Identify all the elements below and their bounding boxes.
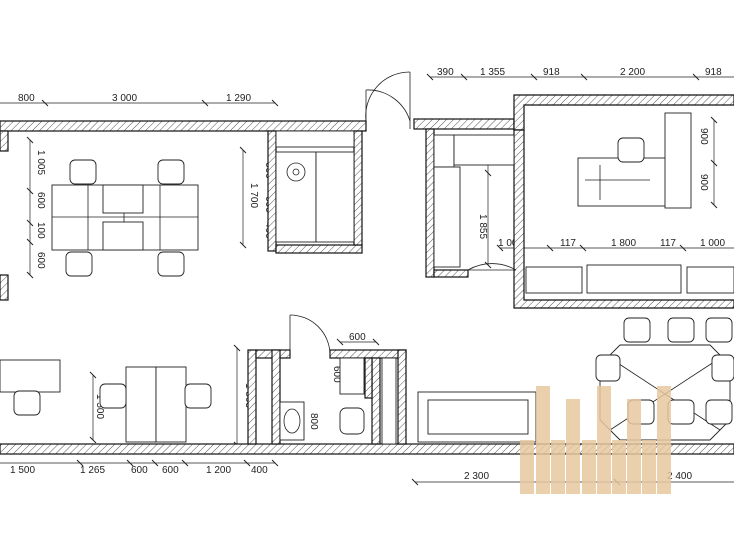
- dim-bottom-left-4: 1 200: [206, 465, 231, 476]
- sofa: [417, 391, 537, 443]
- dim-top-right-2: 918: [543, 67, 560, 78]
- office-desk: [577, 112, 692, 209]
- dim-bottom-right-0: 2 300: [464, 471, 489, 482]
- dim-top-right-3: 2 200: [620, 67, 645, 78]
- dim-top-left-0: 800: [18, 93, 35, 104]
- doors: [289, 71, 517, 358]
- dim-left-v-3: 600: [35, 252, 46, 269]
- dim-center-v-0: 1 700: [248, 183, 259, 208]
- corridor-cabinets: [433, 134, 515, 268]
- dim-right-mid-1: 117: [560, 238, 576, 249]
- dim-bottom-left-1: 1 265: [80, 465, 105, 476]
- dim-right-mid-4: 1 000: [700, 238, 725, 249]
- kitchen-unit: [275, 130, 355, 243]
- dim-top-right-4: 918: [705, 67, 722, 78]
- dim-bottom-left-5: 400: [251, 465, 268, 476]
- dim-top-right-0: 390: [437, 67, 454, 78]
- dim-top-left-1: 3 000: [112, 93, 137, 104]
- watermark-logo: [520, 386, 671, 494]
- dim-left-v-2: 100: [35, 222, 46, 239]
- wall-storage: [525, 264, 734, 294]
- dim-bottom-left-0: 1 500: [10, 465, 35, 476]
- dim-bath-top: 600: [349, 332, 366, 343]
- dim-corridor-v-1: 1 855: [477, 214, 488, 239]
- dim-office-v-1: 900: [698, 174, 709, 191]
- dim-bath-v-0: 600: [331, 366, 342, 383]
- dim-right-mid-0: 1 000: [498, 238, 523, 249]
- dim-top-left-2: 1 290: [226, 93, 251, 104]
- meeting-table-top-left: [51, 159, 199, 277]
- dim-office-v-0: 900: [698, 128, 709, 145]
- bathroom-fixtures: [279, 357, 397, 445]
- dim-left-v-0: 1 005: [35, 150, 46, 175]
- lower-left-desks: [0, 359, 212, 443]
- dim-bottom-left-3: 600: [162, 465, 179, 476]
- dim-bottom-right-1: 2 400: [667, 471, 692, 482]
- dim-right-mid-2: 1 800: [611, 238, 636, 249]
- dim-bath-v-1: 800: [308, 413, 319, 430]
- dim-left-v-1: 600: [35, 192, 46, 209]
- dim-lower-left-v: 1 500: [94, 394, 105, 419]
- dim-bottom-left-2: 600: [131, 465, 148, 476]
- dim-right-mid-3: 117: [660, 238, 676, 249]
- dim-top-right-1: 1 355: [480, 67, 505, 78]
